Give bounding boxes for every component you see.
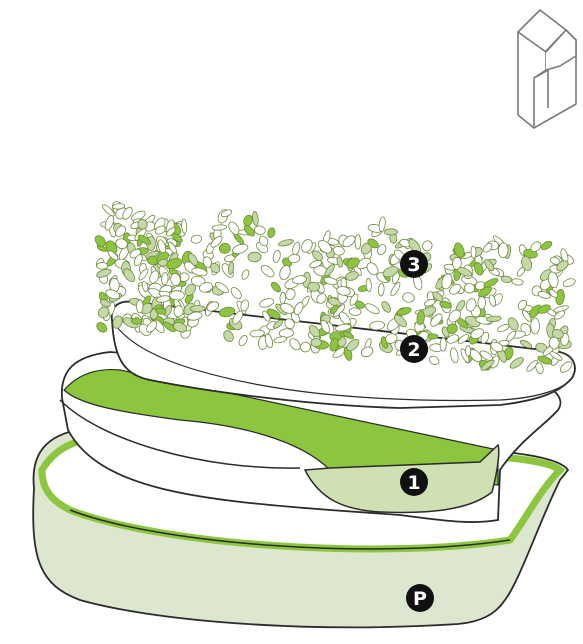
leaf [378, 216, 386, 231]
leaf [531, 318, 540, 334]
leaf [259, 263, 276, 279]
leaf [355, 235, 361, 250]
leaf [229, 286, 243, 301]
marker-layer-1: 1 [400, 468, 428, 496]
leaf [421, 239, 434, 253]
marker-layer-p: P [406, 584, 434, 612]
leaf [240, 269, 250, 281]
leaf [540, 240, 554, 252]
leaf [369, 320, 385, 330]
leaf [501, 275, 512, 283]
package-box-icon [518, 10, 576, 128]
leaf [465, 346, 470, 356]
leaf [278, 238, 294, 247]
leaf [270, 281, 283, 294]
leaf [440, 338, 446, 351]
leaf [506, 316, 520, 332]
leaf [384, 229, 398, 235]
leaf [366, 278, 372, 292]
leaf [323, 276, 338, 286]
leaf [96, 262, 108, 269]
leaf [471, 246, 476, 259]
leaf [137, 300, 144, 313]
leaf [336, 256, 343, 268]
marker-layer-2-label: 2 [407, 339, 420, 361]
leaf [464, 283, 475, 293]
leaf [253, 225, 266, 236]
leaf [170, 291, 185, 300]
leaf [402, 292, 415, 304]
leaf [380, 300, 392, 314]
leaf [190, 305, 205, 311]
leaf [248, 252, 262, 262]
leaf [131, 318, 142, 325]
leaf [428, 334, 438, 339]
leaf [497, 323, 511, 333]
leaf [364, 302, 381, 316]
leaf [311, 338, 322, 346]
leaf [191, 234, 203, 244]
marker-layer-p-label: P [413, 588, 427, 610]
marker-layer-2: 2 [400, 335, 428, 363]
leaf [280, 292, 286, 304]
leaf [424, 298, 437, 307]
leaf [212, 224, 227, 230]
leaf [511, 278, 523, 286]
leaf [288, 254, 301, 263]
leaf [498, 243, 509, 258]
leaf [259, 297, 275, 309]
leaf [478, 297, 486, 310]
leaf [378, 283, 384, 296]
leaf [349, 307, 362, 316]
leaf [562, 277, 576, 288]
leaf [219, 243, 231, 254]
leaf [291, 241, 300, 255]
marker-layer-3-label: 3 [407, 254, 420, 276]
leaf [272, 250, 281, 264]
marker-layer-3: 3 [400, 250, 428, 278]
leaf [95, 321, 109, 335]
marker-layer-1-label: 1 [407, 472, 420, 494]
leaf [284, 288, 296, 301]
leaf [267, 227, 276, 238]
